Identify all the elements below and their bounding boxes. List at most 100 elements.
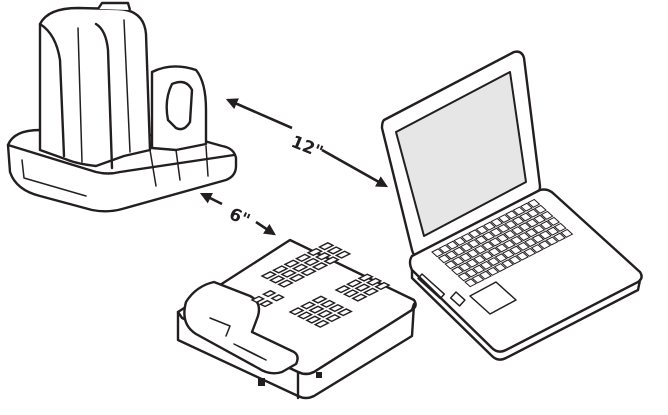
keyboard-key [473, 254, 487, 264]
grille-slot [249, 351, 267, 361]
phone-key [351, 293, 368, 302]
keyboard-key [515, 251, 529, 261]
phone-key [336, 308, 353, 317]
keyboard-key [479, 260, 493, 270]
keyboard-key [466, 248, 480, 258]
keyboard-key [517, 232, 531, 242]
phone-key [311, 295, 328, 304]
keyboard-key [488, 237, 502, 247]
keyboard-key [518, 222, 532, 232]
keyboard-key [453, 236, 467, 246]
keyboard-key [474, 235, 488, 245]
phone-key [328, 303, 345, 313]
phone-key [354, 283, 371, 292]
keyboard-key [508, 255, 522, 265]
keyboard-key [516, 241, 530, 251]
keyboard-key [438, 244, 452, 254]
keyboard-key [459, 252, 473, 262]
phone-key [294, 253, 312, 262]
keyboard-key [527, 198, 541, 208]
keyboard-key [475, 225, 489, 235]
keyboard-key [457, 272, 471, 282]
keyboard-key [512, 206, 526, 216]
keyboard-key [496, 233, 510, 243]
keyboard-key [502, 239, 516, 249]
keyboard-key [481, 241, 495, 251]
phone-key [334, 285, 351, 294]
keyboard-key [482, 231, 496, 241]
keyboard-key [504, 220, 518, 230]
keyboard-key [431, 248, 445, 258]
phone-key [283, 259, 301, 268]
phone-key [323, 256, 340, 265]
keyboard-key [532, 224, 546, 234]
keyboard-key [471, 274, 485, 284]
phone-key [299, 301, 317, 310]
keyboard-key [531, 234, 545, 244]
keyboard-key [452, 246, 466, 256]
keyboard-key [519, 212, 533, 222]
keyboard-key [473, 245, 487, 255]
keyboard-key [533, 204, 547, 214]
headset-base-icon [6, 1, 238, 213]
keyboard-key [525, 218, 539, 228]
phone-key [314, 252, 332, 261]
keyboard-key [519, 202, 533, 212]
phone-key [288, 307, 305, 316]
distance-arrow-12: 12" [225, 98, 389, 188]
phone-key [277, 279, 294, 288]
keyboard-key [494, 253, 508, 263]
keyboard-key [533, 214, 547, 224]
phone-key [325, 313, 342, 323]
phone-key [271, 265, 289, 274]
keyboard-key [530, 244, 544, 254]
keyboard-key [464, 278, 478, 288]
phone-key [268, 275, 286, 284]
keyboard-key [487, 247, 501, 257]
keyboard-key [511, 216, 525, 226]
keyboard-key [539, 220, 553, 230]
keyboard-key [445, 240, 459, 250]
keyboard-key [493, 263, 507, 273]
phone-key [296, 311, 314, 320]
phone-key [362, 287, 380, 296]
phone-key [319, 299, 337, 308]
phone-key [280, 269, 297, 278]
keyboard-key [489, 227, 503, 237]
phone-key [303, 257, 320, 267]
keyboard-key [495, 243, 509, 253]
keyboard-key [437, 254, 451, 264]
keyboard-key [560, 228, 574, 238]
keyboard-key [487, 257, 501, 267]
keyboard-key [486, 266, 500, 276]
keyboard-key [545, 236, 559, 246]
keyboard-key [510, 235, 524, 245]
keyboard-key [464, 268, 478, 278]
phone-key [261, 289, 277, 298]
keyboard-key [526, 208, 540, 218]
keyboard-key [538, 230, 552, 240]
phone-key [365, 277, 383, 286]
keyboard-key [459, 242, 473, 252]
keyboard-key [458, 262, 472, 272]
keyboard-key [510, 226, 524, 236]
phone-key [308, 305, 325, 314]
phone-key [291, 263, 309, 272]
keyboard-key [524, 238, 538, 248]
phone-key [357, 273, 374, 282]
keyboard-key [445, 250, 459, 260]
keyboard-key [553, 222, 567, 232]
keyboard-key [460, 233, 474, 243]
keyboard-key [450, 266, 464, 276]
keyboard-key [444, 260, 458, 270]
distance-label-12: 12" [288, 132, 326, 163]
keyboard-key [509, 245, 523, 255]
phone-key [313, 319, 330, 328]
phone-key [374, 281, 391, 291]
laptop-keyboard [431, 198, 574, 288]
keyboard-key [552, 232, 566, 242]
keyboard-key [465, 258, 479, 268]
keyboard-key [540, 210, 554, 220]
keyboard-key [478, 270, 492, 280]
phone-key [300, 267, 317, 277]
